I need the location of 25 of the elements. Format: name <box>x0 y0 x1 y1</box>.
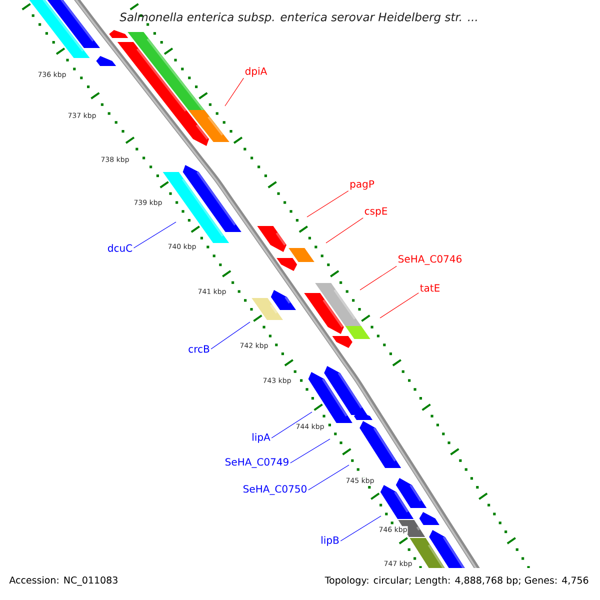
leader-line <box>290 438 330 464</box>
gene-label: SeHA_C0750 <box>244 485 306 495</box>
leader-line <box>308 464 350 490</box>
leader-line <box>340 516 382 542</box>
gene-label: lipB <box>322 536 339 546</box>
leader-line <box>380 292 419 318</box>
gene-label: dcuC <box>108 244 132 252</box>
leader-line <box>360 266 397 290</box>
accession-text: Accession: NC_011083 <box>9 576 118 586</box>
leader-line <box>306 190 349 218</box>
leader-line <box>210 322 250 350</box>
gene-label: SeHA_C0749 <box>226 458 288 468</box>
gene-label: pagP <box>350 180 374 190</box>
gene-label: cspE <box>364 207 388 217</box>
leader-line <box>224 78 244 106</box>
gene-label: lipA <box>252 433 270 443</box>
genome-info-text: Topology: circular; Length: 4,888,768 bp; Genes: 4,756 <box>324 576 588 586</box>
title: Salmonella enterica subsp. enterica serovar Heidelberg str. ... <box>120 12 477 24</box>
gene-label: tatE <box>420 284 440 292</box>
leader-line <box>271 412 312 438</box>
gene-label: dpiA <box>245 67 268 77</box>
leader-line <box>133 222 176 248</box>
gene-label: crcB <box>188 345 210 353</box>
leader-line <box>326 218 364 244</box>
gene-label: SeHA_C0746 <box>398 255 462 265</box>
